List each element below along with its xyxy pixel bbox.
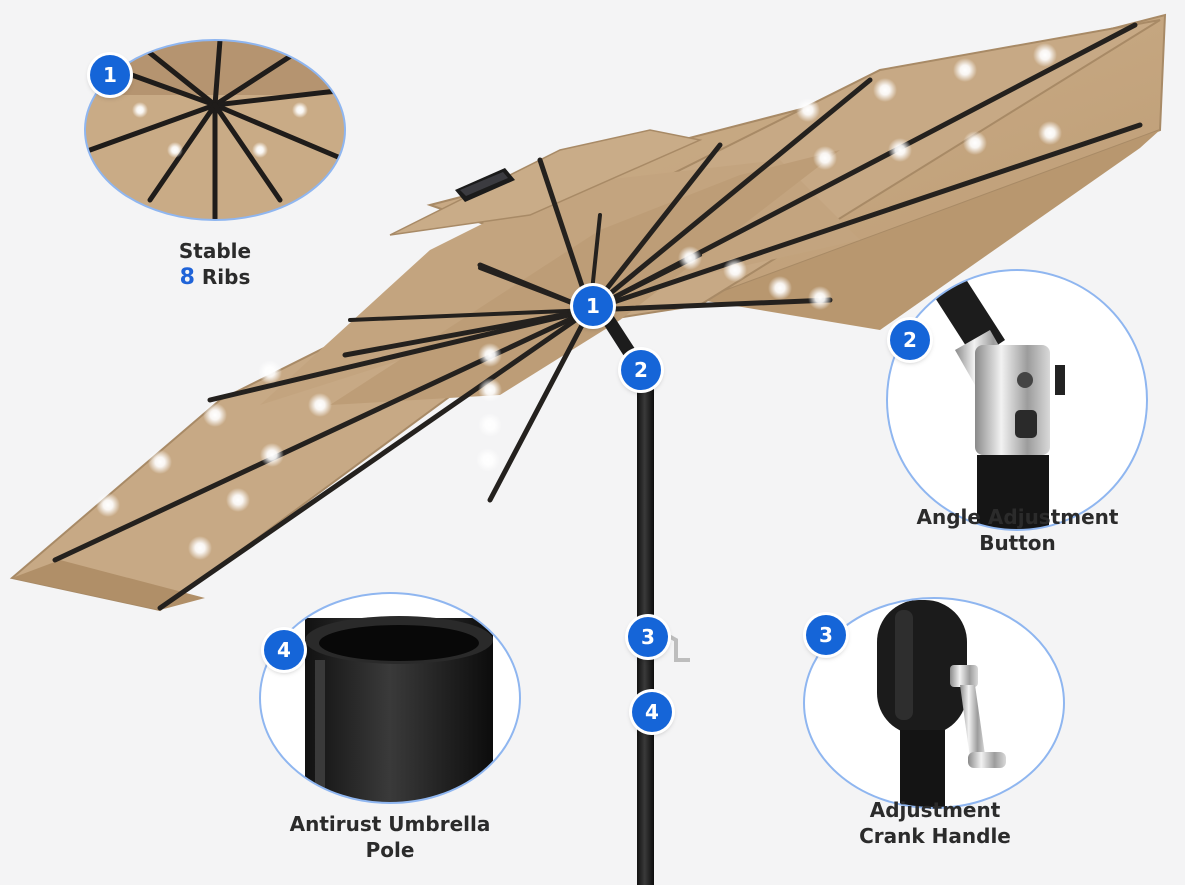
badge-crank-callout: 3 xyxy=(806,615,846,655)
led-light-icon xyxy=(96,43,1062,560)
badge-pole-umbrella: 4 xyxy=(632,692,672,732)
badge-ribs-callout: 1 xyxy=(90,55,130,95)
crank-callout-image xyxy=(803,597,1065,809)
solar-panel-icon xyxy=(455,168,515,202)
badge-angle-umbrella: 2 xyxy=(621,350,661,390)
umbrella-ribs xyxy=(52,22,1143,611)
crank-handle-icon xyxy=(950,665,1006,768)
badge-angle-callout: 2 xyxy=(890,320,930,360)
badge-crank-umbrella: 3 xyxy=(628,617,668,657)
ribs-callout-image xyxy=(84,39,346,221)
pole-callout-image xyxy=(259,592,521,804)
caption-ribs-label: Ribs xyxy=(194,265,251,289)
caption-crank-line2: Crank Handle xyxy=(859,824,1011,848)
caption-crank: Adjustment Crank Handle xyxy=(820,797,1050,849)
caption-pole-line2: Pole xyxy=(365,838,415,862)
caption-crank-line1: Adjustment xyxy=(869,798,1001,822)
angle-callout-image xyxy=(886,269,1148,531)
badge-ribs-umbrella: 1 xyxy=(573,286,613,326)
caption-ribs-line1: Stable xyxy=(178,239,252,263)
caption-ribs-line2: 8 Ribs xyxy=(135,264,295,291)
caption-ribs-count: 8 xyxy=(179,265,195,290)
caption-angle: Angle Adjustment Button xyxy=(890,504,1145,556)
caption-pole-line1: Antirust Umbrella xyxy=(289,812,491,836)
caption-pole: Antirust Umbrella Pole xyxy=(255,811,525,863)
caption-ribs: Stable 8 Ribs xyxy=(135,238,295,291)
caption-angle-line2: Button xyxy=(979,531,1056,555)
caption-angle-line1: Angle Adjustment xyxy=(916,505,1119,529)
badge-pole-callout: 4 xyxy=(264,630,304,670)
